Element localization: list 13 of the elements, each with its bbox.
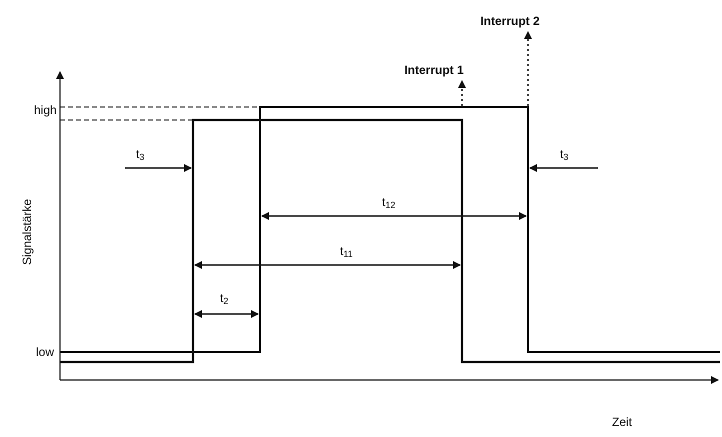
axis-label: t$_{11}$	[340, 245, 353, 257]
axis-label: t$_{12}$	[382, 196, 396, 208]
interrupt-label: Interrupt 1	[404, 62, 464, 79]
axis-label: high	[34, 104, 57, 116]
interrupt-label: Interrupt 2	[480, 13, 540, 30]
dotted-arrow	[458, 80, 466, 106]
axis-label: t$_{3}$	[136, 148, 144, 160]
axis-label: low	[36, 346, 54, 358]
axis-label: t$_{3}$	[560, 148, 568, 160]
axis-label: t$_{2}$	[220, 292, 228, 304]
axis-label: Zeit	[612, 416, 632, 428]
axis-label: Signalstärke	[21, 198, 34, 266]
dotted-arrow	[524, 31, 532, 106]
